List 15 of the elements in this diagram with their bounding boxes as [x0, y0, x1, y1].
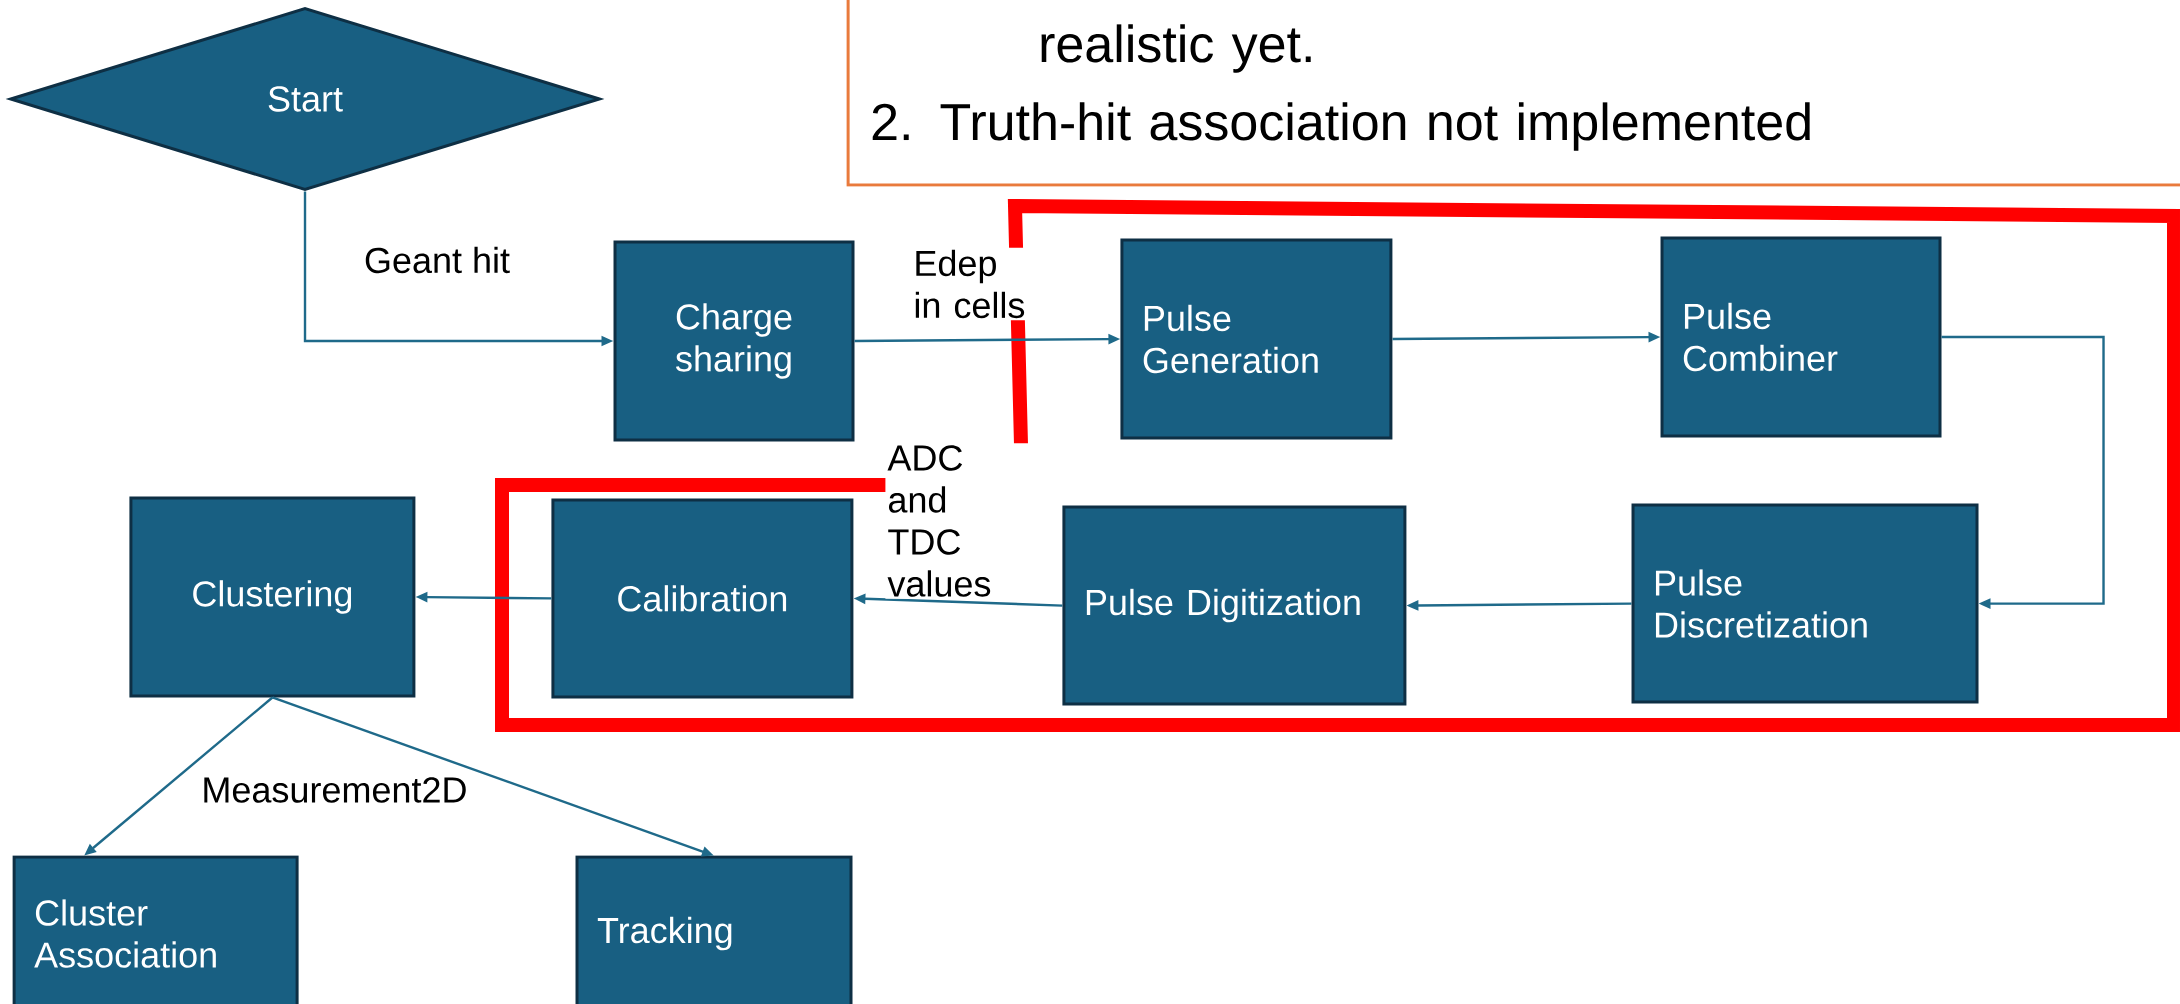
process-box: Pulse Combiner: [1660, 236, 1942, 438]
edge-label: Measurement2D: [199, 775, 470, 805]
process-box: Pulse Digitization: [1062, 505, 1407, 706]
process-box: Tracking: [575, 855, 853, 1004]
note-box: realistic yet. 2. Truth-hit association not implemented: [846, 0, 2180, 187]
process-box: Clustering: [129, 496, 416, 698]
edge-label: ADC and TDC values: [885, 443, 1034, 599]
process-box: Calibration: [551, 498, 854, 699]
process-box: Pulse Generation: [1120, 238, 1393, 440]
process-box: Pulse Discretization: [1631, 503, 1979, 704]
process-box: Cluster Association: [12, 855, 299, 1004]
process-box: Charge sharing: [613, 240, 855, 442]
edge-label: Geant hit: [361, 244, 513, 276]
edge-label: Edep in cells: [911, 247, 1032, 321]
arrow: [1941, 335, 2105, 609]
